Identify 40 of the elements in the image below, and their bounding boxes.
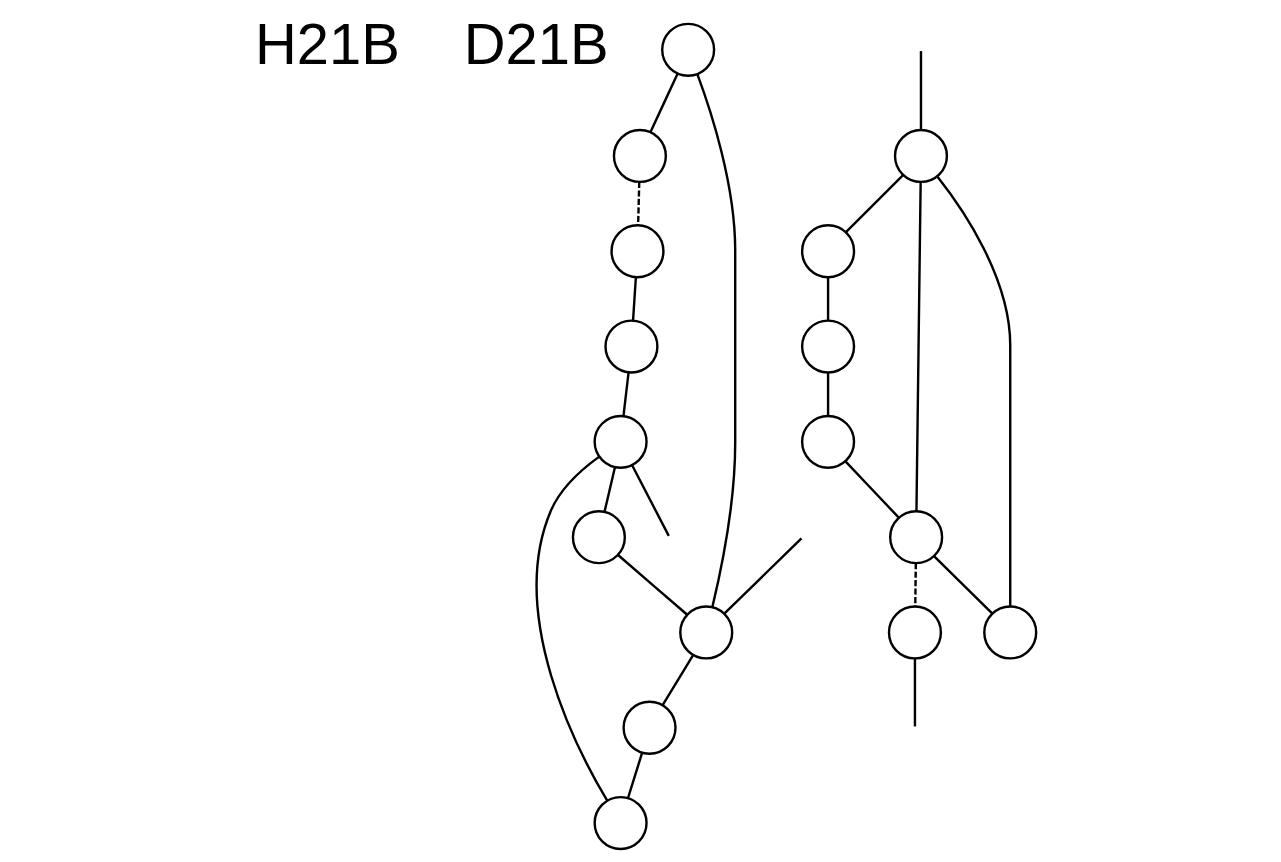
connector xyxy=(622,372,630,417)
connector xyxy=(617,554,688,616)
connector xyxy=(845,174,904,234)
connector xyxy=(914,563,918,607)
node-circle xyxy=(893,128,949,184)
node-circle xyxy=(604,319,659,374)
node-circle xyxy=(679,605,734,660)
connector xyxy=(649,73,679,133)
connector xyxy=(915,182,922,511)
connector xyxy=(826,277,830,321)
node-circle xyxy=(612,128,668,184)
connector xyxy=(603,467,617,512)
connector xyxy=(631,465,670,537)
connector xyxy=(636,182,641,226)
connector xyxy=(661,654,695,706)
label: D21B xyxy=(463,12,609,77)
connector xyxy=(631,277,638,321)
node-circle xyxy=(571,510,627,565)
connector xyxy=(696,73,737,608)
node-circle xyxy=(800,224,856,279)
node-circle xyxy=(622,700,677,755)
connector xyxy=(913,658,917,727)
connector xyxy=(826,372,830,416)
connector xyxy=(723,537,803,615)
node-circle xyxy=(889,510,944,565)
connector xyxy=(535,455,609,802)
label: H21B xyxy=(255,12,400,77)
node-circle xyxy=(983,605,1038,660)
connector xyxy=(626,752,644,799)
node-circle xyxy=(800,414,856,469)
node-circle xyxy=(887,605,943,660)
node-circle xyxy=(610,224,665,279)
connector xyxy=(936,175,1012,607)
node-circle xyxy=(593,795,648,851)
connector xyxy=(933,555,993,615)
node-circle xyxy=(800,319,856,374)
connector xyxy=(919,51,923,130)
node-circle xyxy=(661,22,716,77)
connector xyxy=(844,460,900,519)
node-circle xyxy=(593,414,648,469)
